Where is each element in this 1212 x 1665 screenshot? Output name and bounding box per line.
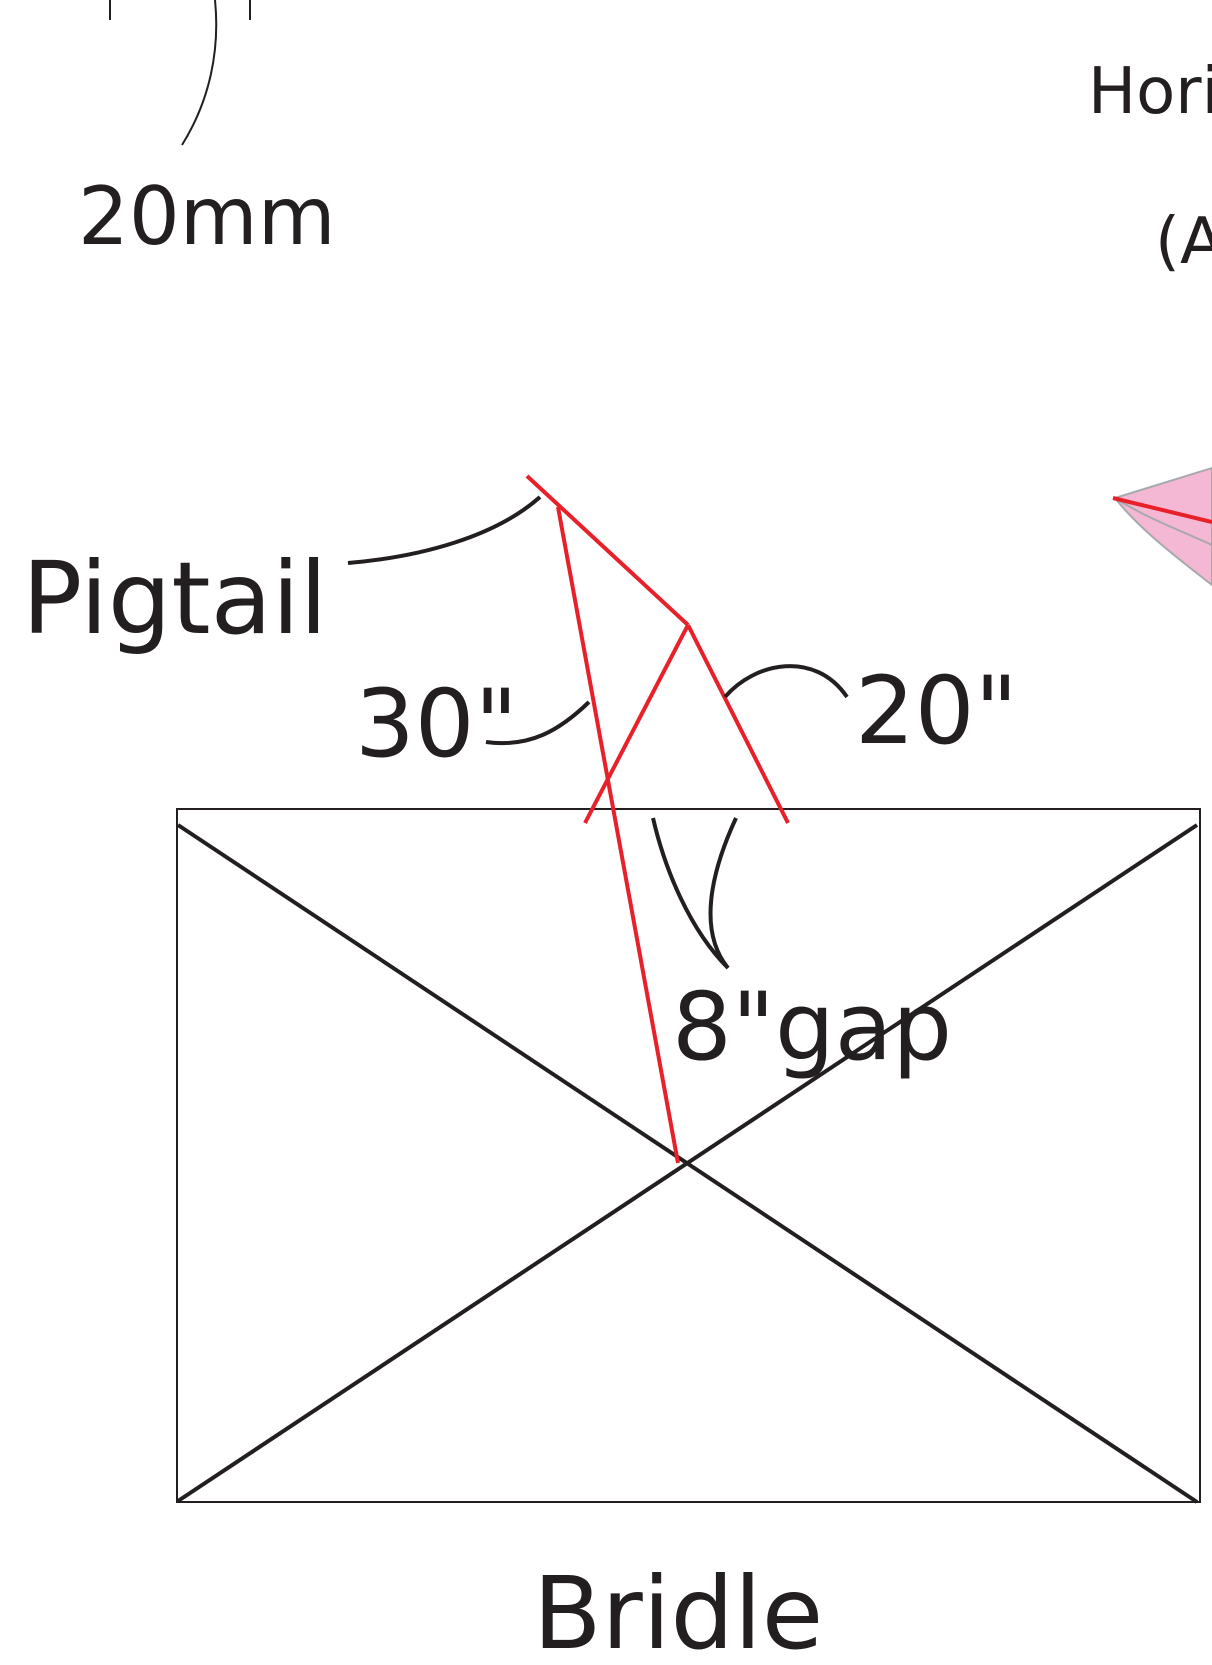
red-bridle-lines [525, 474, 790, 1164]
sail-bridle-line [1112, 496, 1212, 524]
dimension-leader-curve [181, 0, 218, 146]
sail-seam [1114, 497, 1212, 546]
gap-label: 8"gap [672, 973, 952, 1082]
bridle-leg-20-left [583, 624, 690, 824]
length-20-label: 20" [855, 657, 1018, 766]
length-30-leader [485, 700, 591, 746]
dimension-fragment [109, 0, 251, 146]
side-label-line-2: (A [1155, 205, 1212, 279]
gap-leader-right [708, 817, 738, 970]
bridle-leg-20-right [686, 624, 790, 824]
size-label: 20mm [78, 170, 336, 263]
pigtail-leader [347, 495, 542, 565]
bridle-label: Bridle [533, 1555, 823, 1665]
side-label-line-1: Hori [1088, 55, 1212, 129]
bridle-leg-30 [556, 506, 680, 1164]
pigtail-line [525, 474, 690, 627]
length-30-label: 30" [355, 670, 518, 779]
sail-panel [1113, 466, 1212, 587]
length-20-leader [723, 664, 849, 699]
bridle-frame [176, 808, 1201, 1504]
bridle-rectangle [176, 808, 1201, 1503]
pigtail-label: Pigtail [22, 540, 327, 657]
bridle-diagonal-2 [176, 823, 1199, 1503]
gap-leader-left [651, 817, 730, 970]
sail-fragment [1112, 466, 1212, 587]
